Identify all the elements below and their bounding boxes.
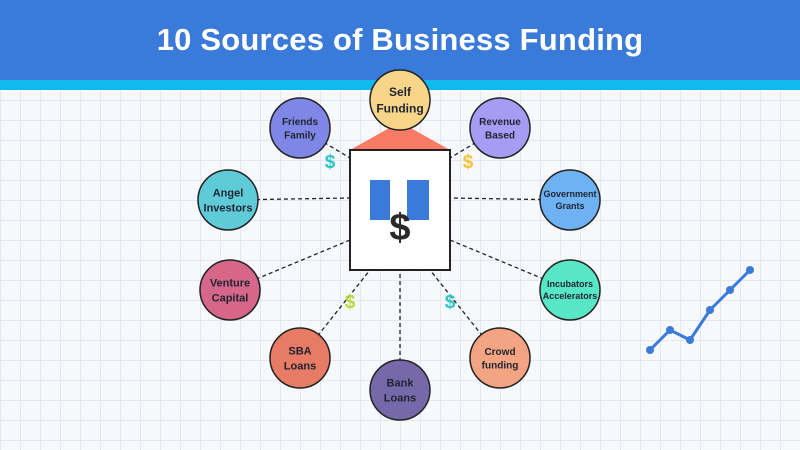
funding-source-nodes: SelfFundingFriendsFamilyRevenueBasedAnge… [197,69,601,421]
node-circle-revenue-based [469,97,531,159]
node-label-sba-loans: SBA [288,345,311,357]
node-circle-self-funding [369,69,431,131]
node-label-angel-investors: Investors [204,202,253,214]
page-title: 10 Sources of Business Funding [156,22,644,57]
connector-sba-loans [299,269,371,359]
connector-crowd-funding [429,269,501,359]
node-circle-government-grants [539,169,601,231]
connector-angel-investors [227,197,351,201]
node-label-angel-investors: Angel [213,187,244,199]
node-circle-crowd-funding [469,327,531,389]
dollar-marker-icon: $ [345,292,356,313]
dollar-marker-icon: $ [463,152,474,173]
node-label-revenue-based: Based [485,130,515,141]
node-label-bank-loans: Loans [384,392,416,404]
node-label-friends-family: Friends [282,117,319,128]
node-circle-sba-loans [269,327,331,389]
node-label-incubators-accelerators: Accelerators [543,291,598,301]
node-label-venture-capital: Venture [210,277,250,289]
header-banner: 10 Sources of Business Funding [0,0,800,80]
node-label-bank-loans: Bank [387,377,415,389]
node-label-venture-capital: Capital [212,292,249,304]
node-label-friends-family: Family [284,130,316,141]
dollar-markers: $ $ $ $ [325,152,474,313]
building-window-right [407,180,429,220]
node-label-revenue-based: Revenue [479,117,521,128]
node-circle-bank-loans [369,359,431,421]
node-circle-angel-investors [197,169,259,231]
node-crowd-funding: Crowd funding [469,327,531,389]
node-label-crowd-funding: funding [482,360,519,371]
building-window-left [370,180,390,220]
node-label-self-funding: Funding [376,101,423,115]
building-body [349,149,451,271]
building-icon: $ [349,122,451,271]
node-label-crowd-funding: Crowd [484,347,515,358]
node-label-sba-loans: Loans [284,360,316,372]
node-label-government-grants: Government [543,189,596,199]
node-label-incubators-accelerators: Incubators [547,279,593,289]
node-circle-venture-capital [199,259,261,321]
node-sba-loans: SBA Loans [269,327,331,389]
trend-chart-icon [646,266,754,354]
building-roof [350,122,450,150]
dollar-marker-icon: $ [445,292,456,313]
node-label-government-grants: Grants [555,201,584,211]
node-circle-friends-family [269,97,331,159]
dollar-marker-icon: $ [325,152,336,173]
dollar-sign-icon: $ [389,207,410,249]
connector-government-grants [449,197,571,201]
node-circle-incubators-accelerators [539,259,601,321]
node-label-self-funding: Self [389,85,412,99]
